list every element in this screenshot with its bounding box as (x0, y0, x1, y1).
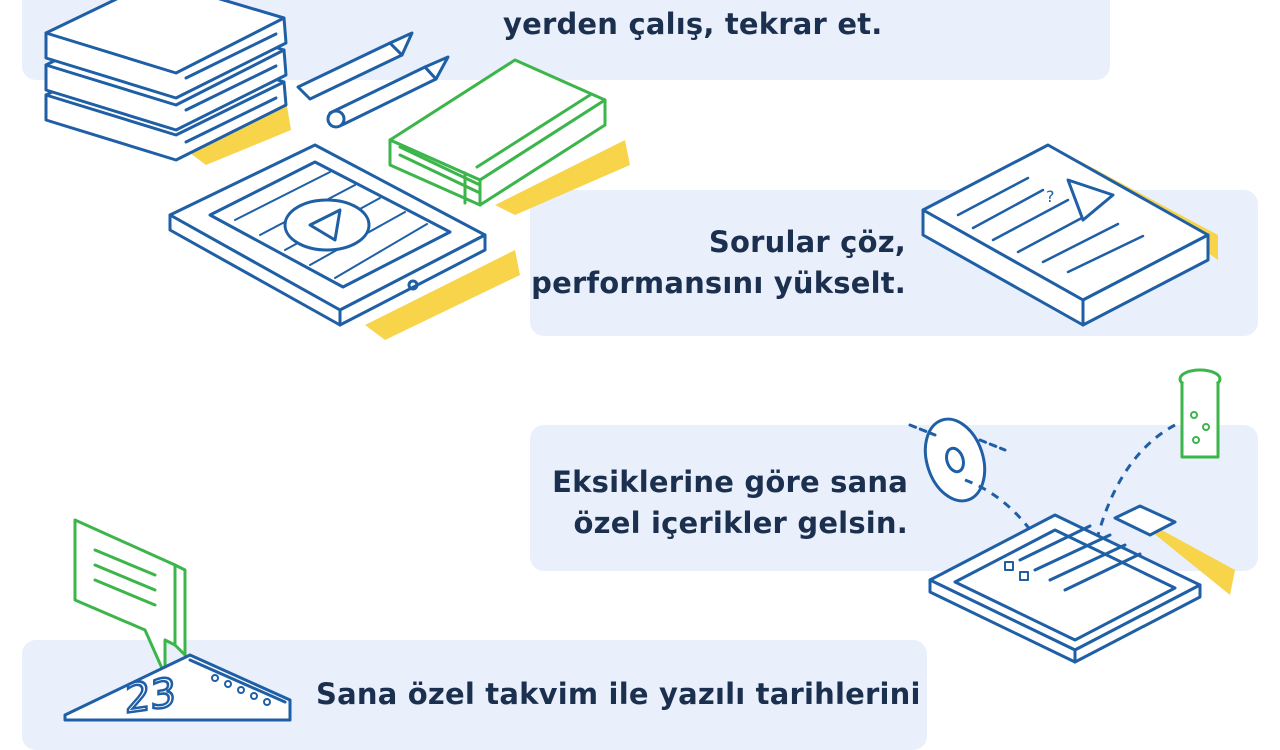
caption-study-line1: yerden çalış, tekrar et. (503, 7, 883, 41)
notebook-icon (388, 58, 630, 215)
clipboard-icon (928, 504, 1235, 664)
question-booklet-icon: ? (921, 143, 1218, 327)
booklet-question-mark: ? (1046, 187, 1055, 206)
book-stack-icon (44, 0, 291, 165)
calendar-number: 23 (125, 670, 176, 723)
caption-calendar-line1: Sana özel takvim ile yazılı tarihlerini (316, 677, 921, 711)
pencil-icon (296, 31, 450, 129)
calendar-icon: 23 (63, 653, 292, 724)
caption-content-line2: özel içerikler gelsin. (573, 506, 908, 540)
tablet-video-icon (168, 143, 520, 340)
caption-questions-line1: Sorular çöz, (708, 225, 906, 259)
connector-lines (964, 423, 1176, 571)
panel-content (530, 425, 1258, 571)
caption-content-line1: Eksiklerine göre sana (552, 465, 908, 499)
test-tube-icon (1178, 368, 1222, 459)
caption-questions-line2: performansını yükselt. (531, 266, 906, 300)
speech-bubble-icon (73, 518, 187, 677)
